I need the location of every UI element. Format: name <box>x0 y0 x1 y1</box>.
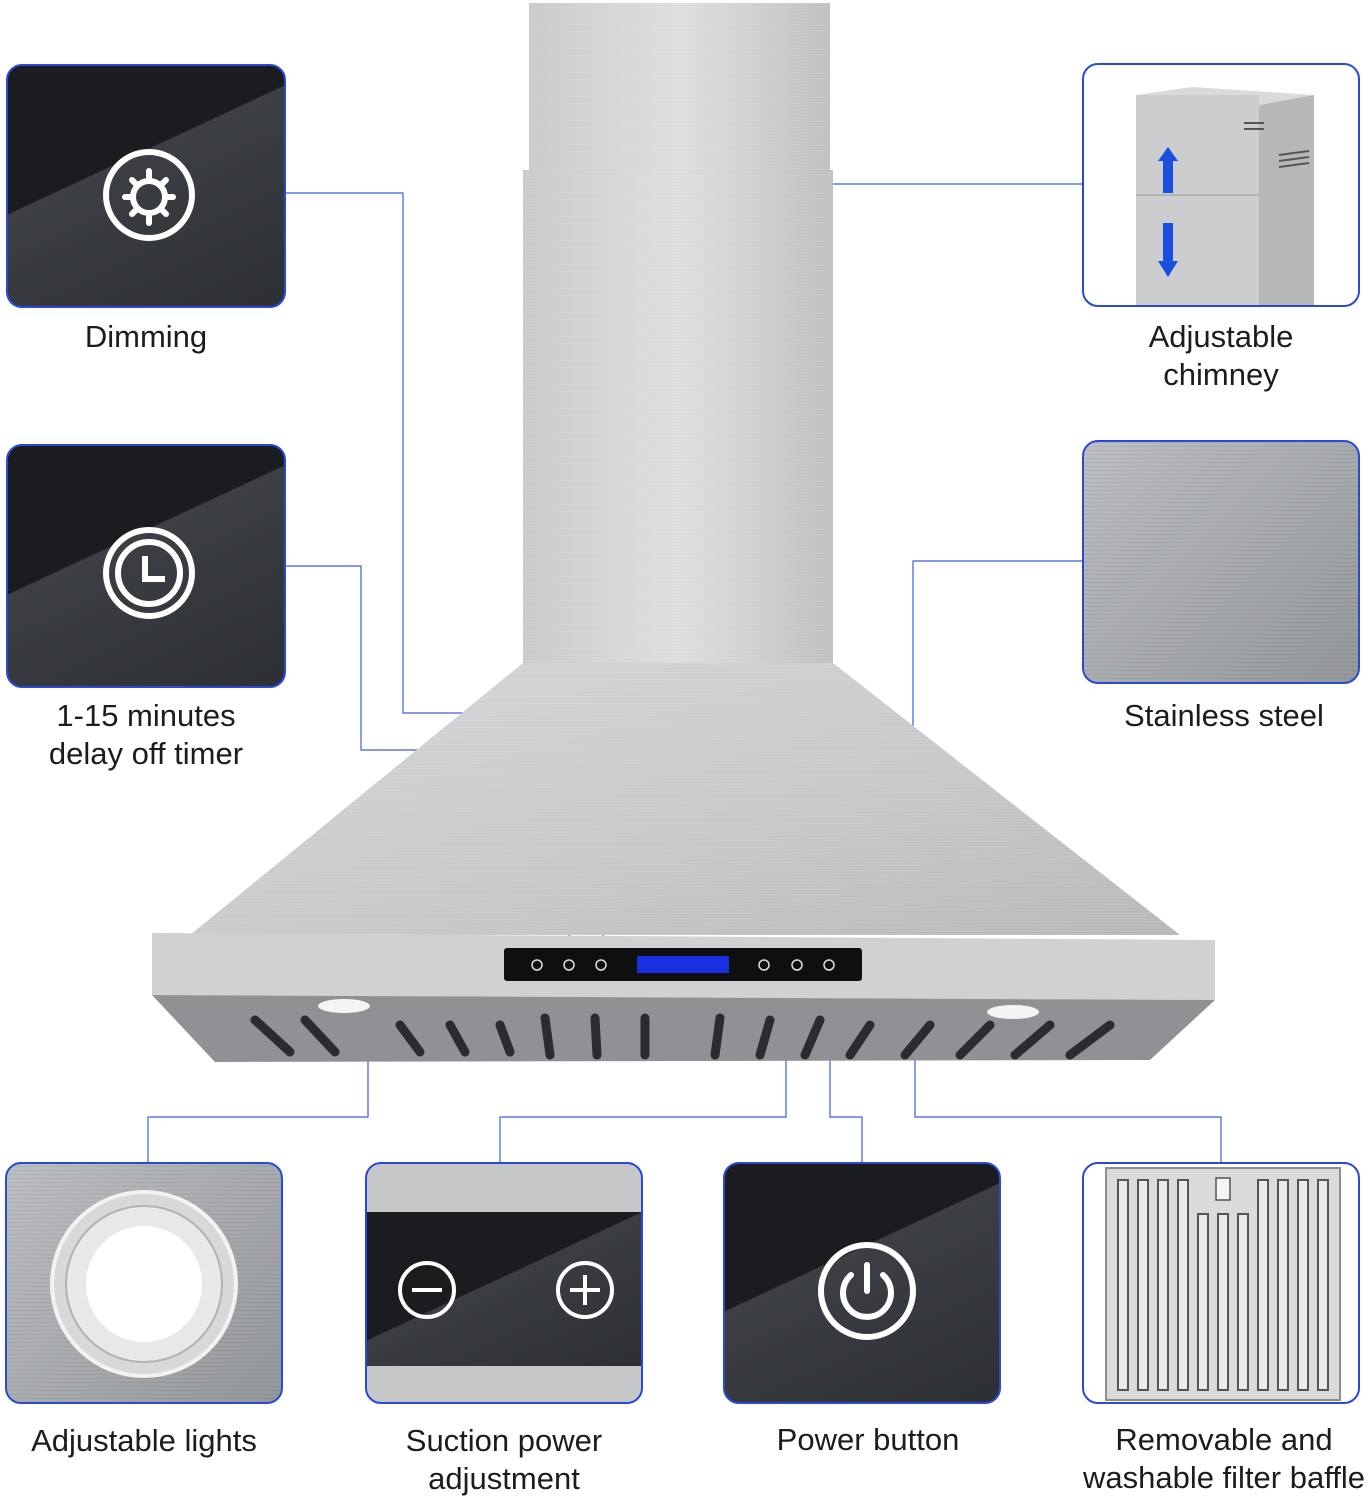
baffle-filter-image <box>1105 1167 1341 1401</box>
minus-icon <box>398 1261 456 1319</box>
suction-label: Suction power adjustment <box>405 1423 603 1496</box>
power-icon <box>818 1242 916 1340</box>
suction-tile <box>365 1162 643 1404</box>
dimming-tile <box>6 64 286 308</box>
power-label: Power button <box>776 1422 960 1457</box>
filter-tile <box>1082 1162 1360 1404</box>
lights-label: Adjustable lights <box>31 1423 257 1458</box>
dimming-label: Dimming <box>84 319 208 354</box>
gear-dial-icon <box>103 149 195 241</box>
plus-icon <box>556 1261 614 1319</box>
lights-tile <box>5 1162 283 1404</box>
up-arrow-icon <box>1158 147 1178 193</box>
stainless-steel-tile <box>1082 440 1360 684</box>
power-tile <box>723 1162 1001 1404</box>
down-arrow-icon <box>1158 223 1178 277</box>
steel-label: Stainless steel <box>1124 698 1324 733</box>
timer-label: 1-15 minutes delay off timer <box>48 698 244 771</box>
filter-label: Removable and washable filter baffle <box>1082 1422 1366 1495</box>
timer-tile <box>6 444 286 688</box>
range-hood-image <box>152 3 1215 1062</box>
light-bulb-icon <box>50 1190 238 1378</box>
chimney-tile <box>1082 63 1360 307</box>
chimney-label: Adjustable chimney <box>1148 319 1294 392</box>
clock-icon <box>103 527 195 619</box>
chimney-image <box>1136 87 1314 305</box>
